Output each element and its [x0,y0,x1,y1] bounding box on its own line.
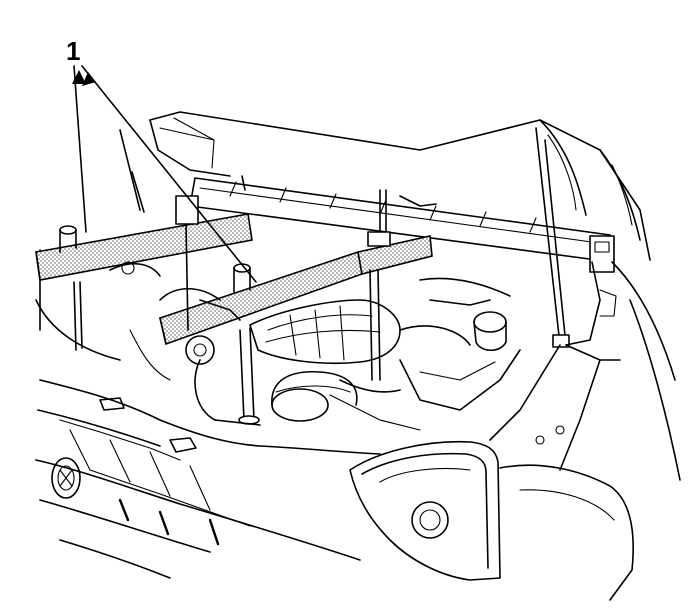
engine-assembly [109,261,521,431]
engine-support-bars [35,189,433,425]
front-fascia [35,379,381,579]
callout-label-1: 1 [66,36,80,66]
hood-panel [149,111,651,261]
hood-prop-rods [119,127,570,348]
headlamp-assembly [349,425,634,601]
callout-leaders [72,65,257,283]
body-outline [35,249,681,481]
